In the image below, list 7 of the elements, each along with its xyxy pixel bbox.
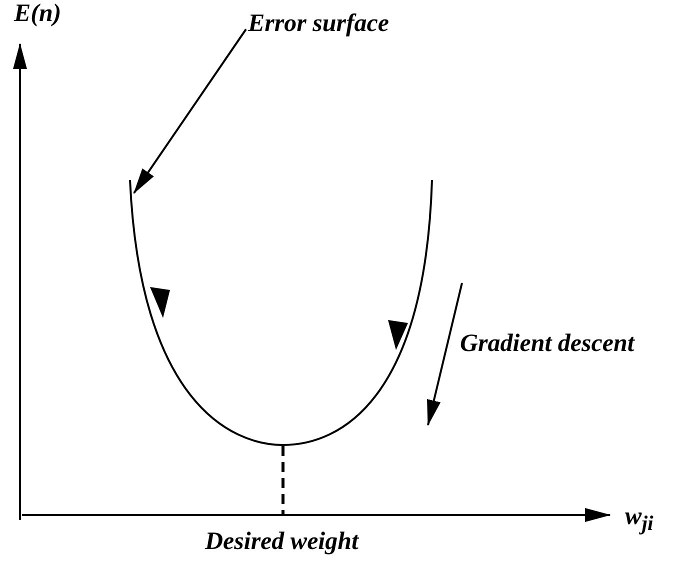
annotation-label: Gradient descent [460,330,634,358]
callout-label: Error surface [248,10,389,38]
error-curve [129,180,433,446]
axis-label: w$_{ji}$ [625,503,654,535]
axis-label: E(n) [14,0,62,28]
leader-line [133,28,247,194]
axis-label: Desired weight [205,528,358,556]
